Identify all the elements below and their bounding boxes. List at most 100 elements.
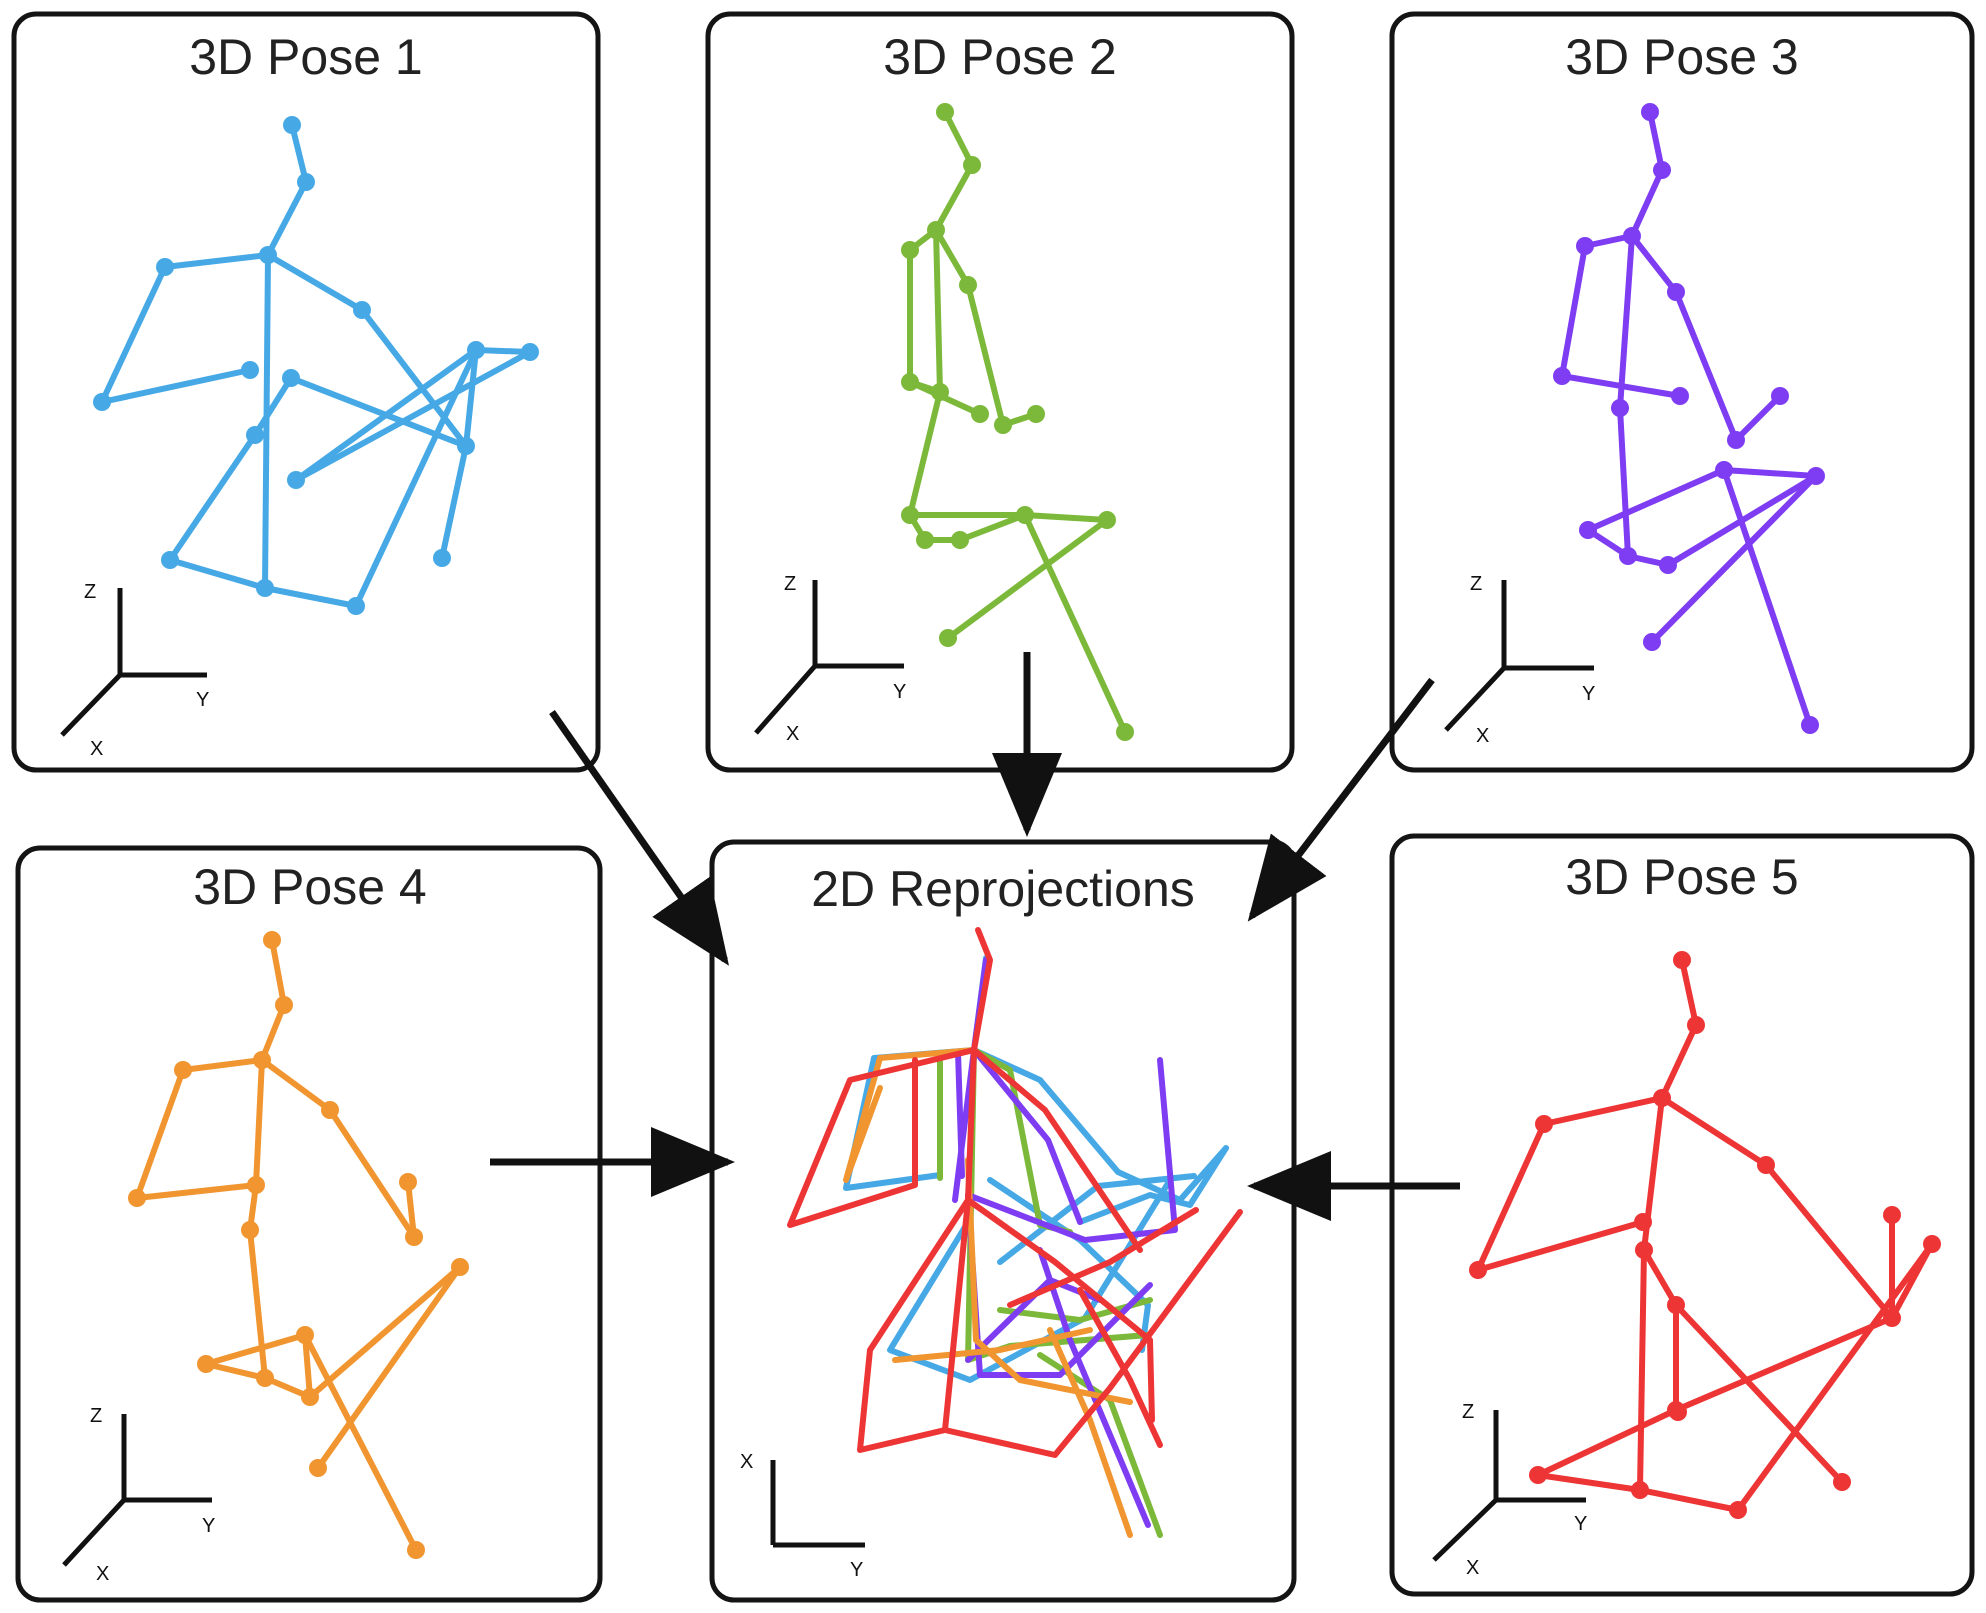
bone-5-18	[1673, 1315, 1895, 1413]
panel-pose-4: 3D Pose 4 Z Y X	[15, 845, 603, 1603]
joint-1-rank	[521, 343, 539, 361]
joint-5-lhip	[1529, 1466, 1547, 1484]
skeleton-pose-5	[1469, 951, 1941, 1519]
joint-4-rel	[405, 1228, 423, 1246]
reprojection-line-4-3	[892, 1327, 1093, 1363]
joint-5-head	[1673, 951, 1691, 969]
joint-2-rel	[994, 416, 1012, 434]
joint-1-lwr	[241, 361, 259, 379]
axis-label-y-pose-2: Y	[893, 681, 906, 703]
reprojection-line-5-0	[787, 927, 993, 1228]
axis-label-z-pose-5: Z	[1462, 1401, 1474, 1423]
bone-5-11	[1637, 1487, 1741, 1513]
joint-5-lsh	[1535, 1115, 1553, 1133]
panel-pose-2: 3D Pose 2 Z Y X	[705, 11, 1295, 773]
bone-1-1	[265, 179, 309, 258]
bone-1-5	[265, 252, 365, 313]
bone-3-5	[1629, 233, 1679, 295]
bone-5-0	[1679, 957, 1699, 1028]
joint-3-neck	[1653, 161, 1671, 179]
joint-5-lwr	[1634, 1213, 1652, 1231]
bone-3-16	[1721, 467, 1813, 728]
axis-gizmo-2d	[770, 1460, 865, 1548]
joint-5-rfoot	[1833, 1473, 1851, 1491]
joint-1-neck	[297, 173, 315, 191]
bone-4-0	[269, 937, 287, 1008]
bone-1-3	[99, 264, 168, 405]
axis-label-x-pose-4: X	[96, 1563, 109, 1585]
axis-label-y-pose-3: Y	[1582, 683, 1595, 705]
joint-5-hip	[1635, 1241, 1653, 1259]
joint-5-lel	[1469, 1261, 1487, 1279]
axis-label-y-2d: Y	[850, 1559, 863, 1581]
bone-2-17	[1022, 512, 1128, 735]
bone-1-11	[252, 375, 294, 438]
joint-4-rwr	[399, 1173, 417, 1191]
joint-5-neck	[1687, 1016, 1705, 1034]
reprojection-line-5-6	[1077, 1287, 1163, 1448]
bone-2-6	[965, 282, 1006, 428]
joint-2-rwr	[1027, 405, 1045, 423]
bone-2-5	[933, 227, 971, 288]
bone-5-6	[1763, 1162, 1895, 1321]
axis-gizmo-pose-3	[1444, 580, 1594, 732]
bone-1-15	[473, 347, 533, 355]
axis-label-y-pose-5: Y	[1574, 1513, 1587, 1535]
skeleton-pose-4	[128, 931, 469, 1559]
skeleton-pose-1	[93, 116, 539, 615]
axis-label-x-pose-1: X	[90, 738, 103, 760]
joint-5-rhip	[1667, 1296, 1685, 1314]
joint-5-lknee	[1631, 1481, 1649, 1499]
joint-3-lhip	[1579, 521, 1597, 539]
joint-2-rhip	[1016, 506, 1034, 524]
joint-4-lwr	[247, 1176, 265, 1194]
axis-gizmo-pose-1	[60, 588, 207, 737]
bone-4-17	[302, 1332, 419, 1553]
reprojection-line-4-2	[1047, 1327, 1133, 1538]
skeleton-bones-pose-3	[1553, 103, 1825, 734]
bone-1-2	[162, 252, 271, 270]
bone-4-5	[259, 1057, 333, 1113]
bone-3-6	[1673, 289, 1739, 443]
joint-1-rwr	[433, 549, 451, 567]
bone-3-0	[1647, 109, 1665, 173]
bone-4-13	[203, 1332, 308, 1367]
joint-3-rknee	[1807, 467, 1825, 485]
joint-3-rwr	[1771, 387, 1789, 405]
skeleton-pose-3	[1553, 103, 1825, 734]
joint-3-rsh	[1667, 283, 1685, 301]
joint-1-lfoot	[287, 471, 305, 489]
axis-label-z-pose-4: Z	[90, 1405, 102, 1427]
bone-3-9	[1617, 405, 1631, 559]
bone-2-16	[945, 517, 1110, 641]
joint-4-lel	[128, 1189, 146, 1207]
bone-4-16	[315, 1264, 463, 1471]
arrow-pose-1-to-reprojections	[549, 709, 730, 966]
bone-4-10	[247, 1227, 268, 1381]
joint-4-lknee	[256, 1369, 274, 1387]
joint-2-lknee	[916, 531, 934, 549]
joint-5-rel	[1883, 1309, 1901, 1327]
joint-2-lank	[951, 531, 969, 549]
axis-label-y-pose-4: Y	[202, 1515, 215, 1537]
skeleton-bones-pose-4	[128, 931, 469, 1559]
panel-title-pose-3: 3D Pose 3	[1565, 29, 1798, 85]
joint-2-rfoot	[1116, 723, 1134, 741]
panel-title-reprojections: 2D Reprojections	[811, 861, 1195, 917]
panel-title-pose-5: 3D Pose 5	[1565, 849, 1798, 905]
panel-pose-5: 3D Pose 5 Z Y X	[1389, 833, 1975, 1597]
joint-3-lknee	[1619, 547, 1637, 565]
joint-2-rknee	[1098, 511, 1116, 529]
bone-4-3	[134, 1067, 186, 1201]
bone-4-8	[253, 1057, 265, 1188]
bone-1-4	[99, 367, 253, 405]
panel-pose-1: 3D Pose 1 Z Y X	[11, 11, 601, 773]
bone-3-14	[1721, 467, 1819, 479]
bone-1-6	[359, 307, 469, 449]
joint-5-rsh	[1757, 1156, 1775, 1174]
reprojection-line-3-2	[955, 1049, 965, 1179]
bone-5-3	[1475, 1121, 1547, 1273]
joint-2-neck	[963, 156, 981, 174]
bone-5-16	[1535, 1407, 1679, 1478]
joint-4-hip	[241, 1221, 259, 1239]
